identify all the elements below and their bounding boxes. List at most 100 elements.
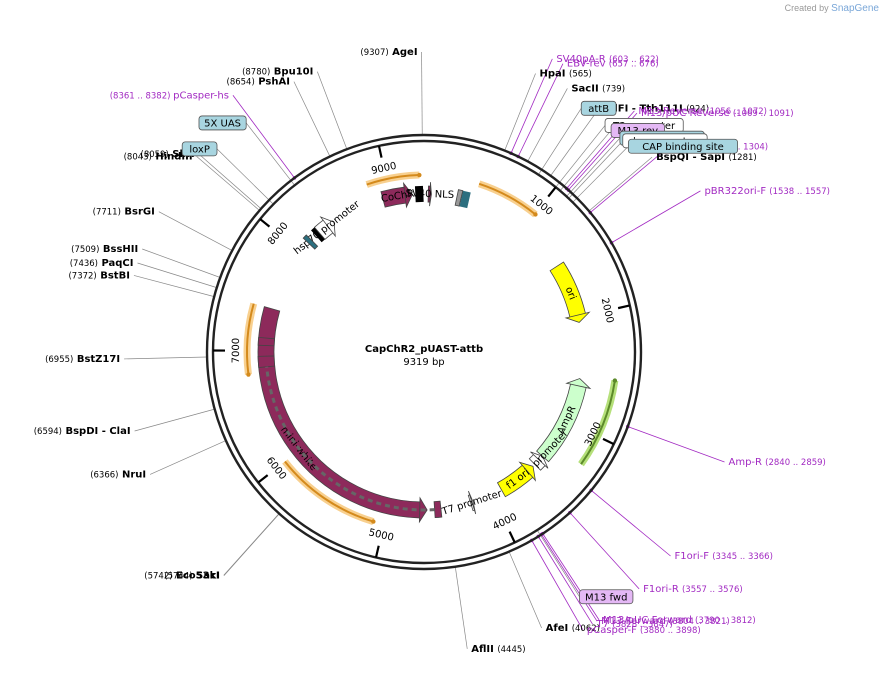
orf-arc — [478, 182, 537, 216]
ruler-tick — [602, 437, 615, 446]
primer-amp-r: Amp-R (2840 .. 2859) — [729, 457, 826, 468]
enzyme-pflfi-tth111i: PflFI - Tth111I (924) — [603, 103, 709, 114]
plasmid-size: 9319 bp — [403, 357, 444, 368]
enzyme-leader — [504, 73, 536, 151]
box-leader — [566, 137, 621, 197]
enzyme-nrui: (6366) NruI — [90, 469, 146, 480]
box-leader — [245, 122, 295, 186]
primer-t7: T7 (3828 .. 3847) — [596, 619, 673, 630]
feature-sv40-poly-a-signal — [459, 190, 471, 209]
enzyme-paqci: (7436) PaqCI — [70, 258, 134, 269]
feature-cochr-label: CoChR — [380, 188, 415, 204]
feature-hsp70-promoter — [313, 216, 336, 240]
orf-arc-glow — [478, 180, 538, 218]
box-loxp — [181, 141, 218, 157]
primer-ebv-rev: EBV-rev (657 .. 676) — [567, 59, 659, 70]
feature-ampr-promoter — [528, 451, 549, 471]
enzyme-saci: (5744) SacI — [164, 570, 219, 581]
enzyme-leader — [137, 262, 217, 288]
enzyme-bsshii: (7509) BssHII — [71, 244, 138, 255]
orf-arc — [284, 460, 374, 523]
ruler-tick — [259, 218, 271, 228]
enzyme-leader — [133, 275, 215, 297]
box-label: 5X UAS — [204, 118, 241, 129]
enzyme-sacii: SacII (739) — [571, 83, 625, 94]
primer-m13-reverse: M13 Reverse (1056 .. 1072) — [638, 106, 767, 117]
feature-sv40-nls-label: SV40 NLS — [405, 188, 454, 201]
enzyme-leader — [527, 88, 568, 162]
ruler-tick — [617, 304, 631, 310]
feature-block — [257, 336, 276, 347]
primer-m13-forward: M13 Forward (3804 .. 3821) — [601, 616, 730, 627]
orf-arrow-tip — [246, 372, 251, 377]
enzyme-bspqi-sapi: BspQI - SapI (1281) — [656, 152, 757, 163]
primer-leader — [611, 190, 701, 244]
box-label: CAP binding site — [642, 142, 724, 153]
box-label: attB — [588, 104, 609, 115]
enzyme-bstbi: (7372) BstBI — [68, 270, 129, 281]
enzyme-hpai: HpaI (565) — [540, 69, 592, 80]
feature-t7-promoter — [467, 490, 477, 515]
feature-hsp70-promoter-label: hsp70 promoter — [292, 198, 363, 257]
enzyme-leader — [588, 156, 653, 212]
orf-arrow-tip — [612, 378, 618, 383]
enzyme-hindiii: (8043) HindIII — [124, 151, 193, 162]
box-leader — [216, 148, 274, 205]
primer-m13-puc-reverse: M13/pUC Reverse (1069 .. 1091) — [641, 108, 794, 119]
primer-leader — [590, 490, 671, 557]
feature-ori — [549, 261, 591, 323]
plasmid-backbone — [205, 133, 643, 571]
box-attb — [580, 100, 617, 116]
ruler-label: 5000 — [367, 527, 394, 544]
primer-pbr322ori-f: pBR322ori-F (1538 .. 1557) — [704, 186, 830, 197]
enzyme-leader — [142, 248, 221, 278]
primer-f1ori-f: F1ori-F (3345 .. 3366) — [675, 551, 773, 562]
orf-arc — [246, 303, 255, 375]
orf-arrow-tip — [371, 519, 376, 524]
credit-prefix: Created by — [784, 3, 829, 13]
primer-sv40pa-r: SV40pA-R (603 .. 622) — [556, 54, 659, 65]
primer-leader — [627, 426, 725, 463]
box-leader — [555, 125, 606, 188]
enzyme-leader — [454, 566, 468, 649]
enzyme-aflii: AflII (4445) — [471, 644, 525, 655]
box-cap-binding-site — [627, 138, 738, 154]
enzyme-afei: AfeI (4062) — [546, 623, 600, 634]
primer-leader — [531, 540, 584, 630]
feature-f1-ori — [496, 461, 536, 498]
feature-small-t-intron — [414, 185, 424, 203]
ruler-label: 6000 — [264, 455, 288, 482]
primer-pcasper-hs: (8361 .. 8382) pCasper-hs — [110, 90, 229, 101]
primer-leader — [569, 512, 640, 590]
ruler-label: 9000 — [370, 161, 397, 177]
enzyme-leader — [149, 440, 227, 475]
ruler-tick — [377, 145, 383, 158]
credit: Created by SnapGene — [785, 3, 879, 14]
ruler-label: 8000 — [266, 221, 291, 248]
enzyme-leader — [158, 211, 233, 251]
primer-m13-puc-forward: M13/pUC Forward (3790 .. 3812) — [603, 615, 756, 626]
box-label: M13 fwd — [585, 592, 627, 603]
primer-leader — [542, 533, 600, 621]
enzyme-leader — [223, 513, 280, 576]
feature-cochr — [380, 181, 413, 209]
primer-f1ori-r: F1ori-R (3557 .. 3576) — [643, 584, 743, 595]
ruler-tick — [257, 474, 269, 484]
box-leader — [536, 529, 580, 597]
box-leader — [538, 108, 582, 175]
enzyme-bstz17i: (6955) BstZ17I — [45, 354, 120, 365]
feature-block — [302, 234, 319, 250]
ruler-label: 7000 — [231, 338, 242, 364]
ruler-tick — [374, 545, 380, 558]
primer-leader — [510, 58, 553, 154]
orf-arc — [580, 380, 616, 465]
enzyme-leader — [124, 356, 208, 360]
feature-ori-label: ori — [563, 285, 578, 301]
enzyme-leader — [550, 108, 600, 176]
enzyme-pshai: (8654) PshAI — [227, 77, 290, 88]
feature-ampr — [536, 378, 592, 463]
primer-pcasper-f: pCasper-F (3880 .. 3898) — [587, 625, 701, 636]
orf-arcs — [243, 171, 619, 525]
enzyme-leader — [134, 408, 215, 432]
